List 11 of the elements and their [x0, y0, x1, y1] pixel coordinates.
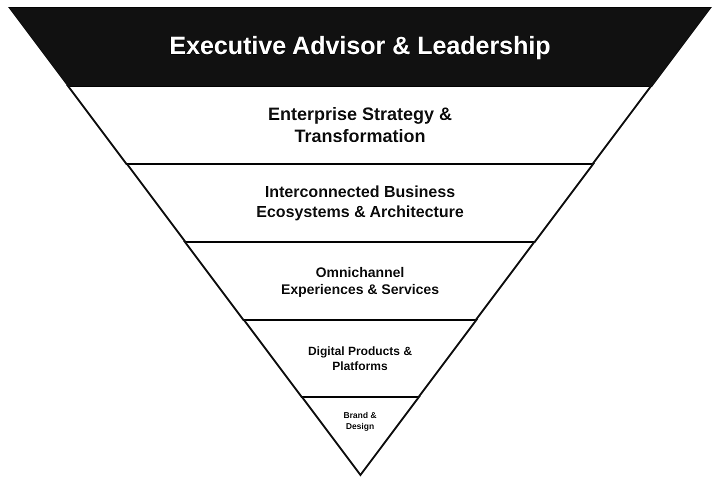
tier-label: Brand & Design: [342, 410, 378, 432]
tier-label: Executive Advisor & Leadership: [169, 31, 551, 62]
pyramid-tier: [126, 164, 594, 242]
tier-label: Interconnected Business Ecosystems & Architecture: [255, 183, 465, 223]
tier-label: Omnichannel Experiences & Services: [280, 264, 440, 298]
pyramid-tier: [68, 86, 652, 164]
pyramid-tier: [244, 320, 476, 397]
tier-label: Enterprise Strategy & Transformation: [266, 102, 454, 148]
pyramid-tier: [185, 242, 535, 320]
tier-label: Digital Products & Platforms: [306, 344, 413, 374]
pyramid-tier: [10, 8, 710, 86]
